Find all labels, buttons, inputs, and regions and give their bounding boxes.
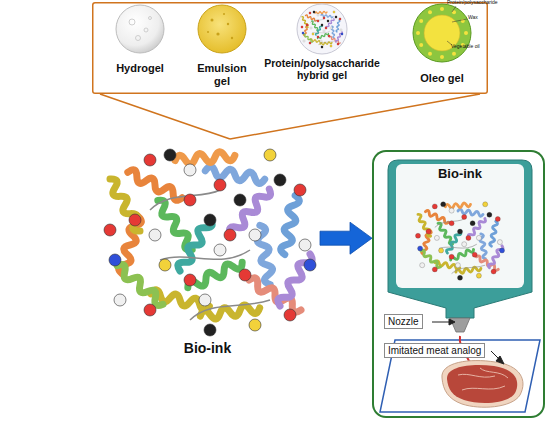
callout-label: Nozzle (384, 314, 423, 329)
node-label: Bio-ink (95, 340, 320, 356)
node-label: Emulsion gel (188, 62, 256, 87)
bio-ink-node: Bio-ink (95, 135, 320, 360)
gel-circle-outline (413, 4, 471, 62)
gel-circle-outline (116, 5, 164, 53)
bio-ink-protein (104, 149, 316, 336)
printer-shape (388, 160, 532, 335)
nozzle-tip (450, 318, 470, 332)
part-label: Protein/polysaccharide (447, 0, 498, 6)
gel-node: Hydrogel (110, 4, 170, 78)
gel-types-panel: Hydrogel Emulsion gelProtein/polysacchari… (92, 2, 488, 94)
printer-head: Bio-ink (388, 160, 532, 335)
gel-node: Emulsion gel (188, 4, 256, 78)
part-label: Vegetable oil (451, 44, 480, 50)
gel-circle-outline (297, 4, 347, 54)
part-label: Wax (468, 15, 478, 21)
zoom-callout-lines (100, 94, 480, 139)
printer-window (396, 164, 524, 288)
node-label: Protein/polysaccharide hybrid gel (254, 57, 390, 81)
callout-label: Imitated meat analog (384, 343, 485, 358)
printer-body (388, 160, 532, 318)
flow-arrow (320, 222, 372, 254)
gel-node: Protein/polysaccharide hybrid gel (254, 3, 390, 93)
gel-circle-outline (198, 5, 246, 53)
node-label: Bio-ink (388, 167, 532, 182)
node-label: Oleo gel (404, 72, 480, 85)
node-label: Hydrogel (110, 62, 170, 75)
printer-panel: Bio-ink (372, 150, 545, 418)
